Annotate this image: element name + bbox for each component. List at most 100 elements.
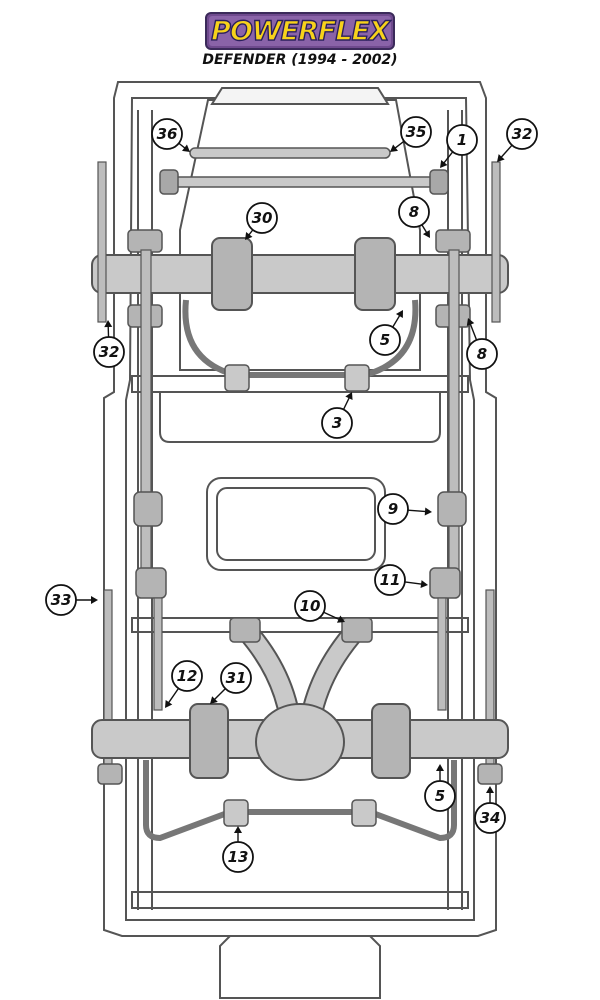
callout-arrowhead: [422, 229, 430, 238]
callout-leader: [499, 144, 513, 160]
callout-number: 5: [435, 787, 445, 805]
callout-arrowhead: [424, 507, 432, 516]
callout-arrowhead: [466, 318, 475, 326]
callout-circle: [369, 324, 401, 356]
front-bush-left: [211, 237, 253, 311]
callout-number: 36: [157, 125, 178, 143]
callout-circle: [45, 584, 77, 616]
callout-arrowhead: [497, 154, 505, 162]
steering-damper: [189, 147, 391, 159]
crossmember-front: [131, 375, 469, 393]
callout-arrowhead: [182, 144, 190, 152]
callout-leader: [468, 321, 478, 341]
callout-10: 10: [294, 590, 345, 623]
callout-leader: [166, 687, 180, 706]
front-mount-top-right: [435, 229, 471, 253]
chassis-frame: [103, 81, 497, 999]
callout-circle: [321, 407, 353, 439]
callout-number: 13: [228, 848, 249, 866]
callout-circle: [474, 802, 506, 834]
callout-circle: [446, 124, 478, 156]
callout-number: 8: [409, 203, 419, 221]
callout-1: 1: [440, 124, 478, 168]
callout-number: 34: [480, 809, 501, 827]
rear-bush-left: [189, 703, 229, 779]
trailing-link-left: [153, 597, 163, 711]
radius-arms: [97, 161, 501, 771]
centre-tank: [206, 477, 386, 571]
drag-link-end-right: [429, 169, 449, 195]
callout-number: 32: [512, 125, 533, 143]
rear-shock-mount-right: [477, 763, 503, 785]
brand-logo: POWERFLEX: [205, 12, 395, 50]
callout-number: 32: [99, 343, 120, 361]
callout-32: 32: [93, 320, 125, 368]
callout-arrowhead: [395, 310, 403, 319]
front-axle: [91, 229, 509, 392]
front-axle-tube: [91, 254, 509, 294]
rear-anti-roll-bar: [143, 760, 457, 842]
a-frame-bush-right: [341, 617, 373, 643]
callout-arrowhead: [345, 392, 353, 401]
callout-5: 5: [369, 310, 403, 356]
callout-circle: [506, 118, 538, 150]
gearbox-plate: [159, 391, 441, 443]
drag-link-end-left: [159, 169, 179, 195]
a-frame-bush-left: [229, 617, 261, 643]
callout-circle: [151, 118, 183, 150]
callout-arrowhead: [234, 826, 242, 833]
callout-circle: [466, 338, 498, 370]
model-title: DEFENDER (1994 - 2002): [202, 52, 398, 68]
callout-arrowhead: [104, 320, 113, 328]
front-mount-top-left: [127, 229, 163, 253]
callout-number: 5: [380, 331, 390, 349]
callout-8: 8: [398, 196, 430, 238]
rear-bush-right: [371, 703, 411, 779]
callout-number: 31: [226, 669, 247, 687]
body-outline: [103, 81, 497, 937]
callout-circle: [377, 493, 409, 525]
radius-arm-bush-left: [133, 491, 163, 527]
arb-bush-left: [224, 364, 250, 392]
drag-link: [164, 176, 446, 188]
callout-8: 8: [466, 318, 498, 370]
callout-arrowhead: [245, 232, 253, 240]
callout-number: 11: [380, 571, 401, 589]
callout-circle: [93, 336, 125, 368]
rear-hitch: [219, 935, 381, 999]
callout-arrowhead: [91, 596, 98, 604]
inner-outline: [125, 97, 475, 921]
callout-30: 30: [245, 202, 278, 240]
callout-13: 13: [222, 826, 254, 873]
radiator-top: [210, 87, 390, 105]
centre-tank-inner: [216, 487, 376, 561]
rear-arb-bush-right: [351, 799, 377, 827]
callout-arrowhead: [336, 615, 345, 623]
arb-bush-right: [344, 364, 370, 392]
callout-32: 32: [497, 118, 538, 162]
callout-circle: [398, 196, 430, 228]
callout-number: 30: [252, 209, 273, 227]
callout-number: 10: [300, 597, 321, 615]
callout-34: 34: [474, 786, 506, 834]
callout-circle: [294, 590, 326, 622]
engine-bay: [179, 99, 421, 371]
callout-11: 11: [374, 564, 428, 596]
callout-arrowhead: [420, 580, 428, 589]
callout-number: 33: [51, 591, 72, 609]
trailing-link-right: [437, 597, 447, 711]
callout-31: 31: [210, 662, 252, 704]
trailing-mount-left: [135, 567, 167, 599]
callout-arrowhead: [165, 699, 173, 708]
callout-arrowhead: [440, 160, 448, 168]
crossmember-mid: [131, 617, 469, 633]
callout-arrowhead: [210, 696, 218, 704]
callout-circle: [246, 202, 278, 234]
callout-circle: [222, 841, 254, 873]
radius-arm-left: [140, 249, 152, 581]
front-anti-roll-bar: [182, 299, 419, 378]
callout-9: 9: [377, 493, 432, 525]
callout-number: 35: [406, 123, 427, 141]
